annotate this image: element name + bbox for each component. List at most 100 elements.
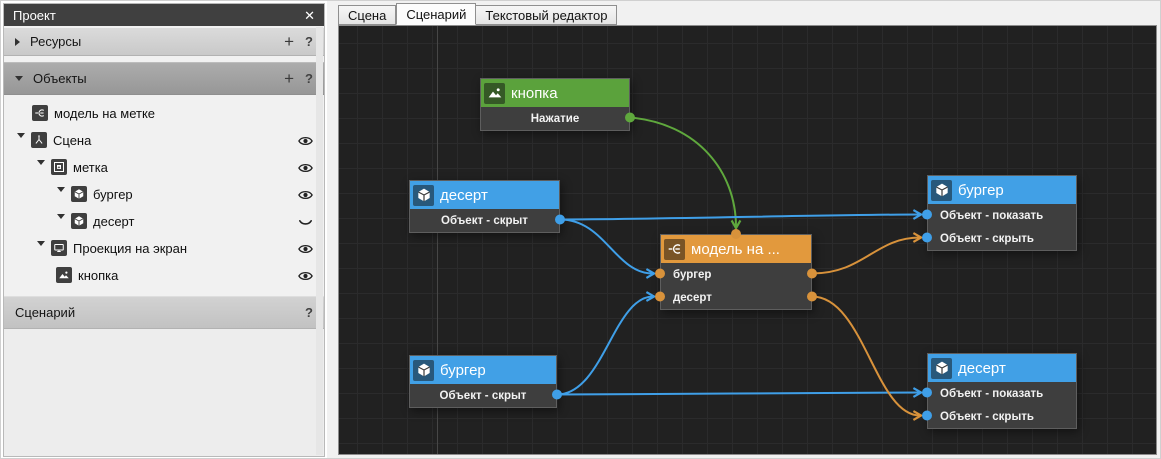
tree-item-label: бургер	[93, 187, 133, 202]
eye-icon[interactable]	[296, 267, 314, 284]
node-row[interactable]: Объект - скрыт	[410, 209, 559, 232]
node-title: десерт	[440, 186, 488, 204]
node-row-label: Объект - скрыть	[940, 410, 1034, 423]
expander-icon[interactable]	[37, 241, 45, 261]
expander-icon[interactable]	[57, 187, 65, 207]
tree-item[interactable]: десерт	[4, 208, 324, 235]
eye-closed-icon[interactable]	[296, 213, 314, 230]
tree-item[interactable]: модель на метке	[4, 100, 324, 127]
expander-icon[interactable]	[57, 214, 65, 234]
node-row-label: Объект - скрыт	[439, 389, 527, 402]
eye-icon[interactable]	[296, 186, 314, 203]
expander-icon[interactable]	[15, 76, 23, 81]
tree-item[interactable]: Сцена	[4, 127, 324, 154]
help-icon[interactable]: ?	[305, 71, 313, 86]
model-icon	[32, 105, 48, 121]
project-panel: Проект ✕ Ресурсы+?Объекты+? модель на ме…	[3, 3, 325, 457]
cube-icon	[71, 213, 87, 229]
node-row[interactable]: Объект - скрыть	[928, 227, 1076, 250]
node-title: кнопка	[511, 84, 558, 102]
cube-icon	[931, 179, 952, 201]
node-model[interactable]: модель на ... бургер десерт	[660, 234, 812, 310]
node-row[interactable]: Объект - показать	[928, 382, 1076, 405]
eye-icon[interactable]	[296, 240, 314, 257]
tree-item[interactable]: кнопка	[4, 262, 324, 289]
help-icon[interactable]: ?	[305, 305, 313, 320]
node-title: бургер	[440, 361, 486, 379]
scene-icon	[31, 132, 47, 148]
panel-scrollbar[interactable]	[316, 27, 323, 455]
graph-edge[interactable]	[811, 295, 920, 416]
section-label: Объекты	[33, 71, 87, 86]
node-row-label: бургер	[673, 268, 712, 281]
graph-edge[interactable]	[556, 297, 653, 396]
section-label: Ресурсы	[30, 34, 82, 49]
node-title: десерт	[958, 359, 1006, 377]
close-icon[interactable]: ✕	[304, 7, 315, 23]
tab-inactive[interactable]: Текстовый редактор	[476, 5, 618, 25]
section-objects[interactable]: Объекты +?	[4, 62, 324, 95]
tree-item[interactable]: бургер	[4, 181, 324, 208]
node-row[interactable]: Объект - показать	[928, 204, 1076, 227]
image-icon	[484, 82, 505, 104]
tree-item[interactable]: метка	[4, 154, 324, 181]
tree-item-label: десерт	[93, 214, 135, 229]
section-resources[interactable]: Ресурсы +?	[4, 28, 324, 56]
node-header[interactable]: бургер	[410, 356, 556, 384]
help-icon[interactable]: ?	[305, 34, 313, 49]
node-header[interactable]: кнопка	[481, 79, 629, 107]
tree-item[interactable]: Проекция на экран	[4, 235, 324, 262]
section-scenario[interactable]: Сценарий ?	[4, 296, 324, 329]
panel-empty-area	[4, 329, 324, 456]
node-row-label: десерт	[673, 291, 712, 304]
cube-icon	[413, 184, 434, 206]
node-row[interactable]: Объект - скрыть	[928, 405, 1076, 428]
graph-edge[interactable]	[559, 215, 920, 221]
graph-edge[interactable]	[559, 218, 653, 274]
expander-icon[interactable]	[17, 133, 25, 153]
panel-sections: Ресурсы +? Объекты +?	[4, 26, 324, 95]
node-header[interactable]: десерт	[928, 354, 1076, 382]
tree-item-label: модель на метке	[54, 106, 156, 121]
node-row[interactable]: десерт	[661, 286, 811, 309]
node-row[interactable]: Объект - скрыт	[410, 384, 556, 407]
node-row[interactable]: бургер	[661, 263, 811, 286]
node-row-label: Объект - скрыт	[441, 214, 528, 227]
graph-edge[interactable]	[556, 393, 920, 395]
tab-inactive[interactable]: Сцена	[338, 5, 397, 25]
node-row-label: Объект - скрыть	[940, 232, 1034, 245]
node-header[interactable]: модель на ...	[661, 235, 811, 263]
cube-icon	[931, 357, 952, 379]
node-row-label: Объект - показать	[940, 209, 1044, 222]
image-icon	[56, 267, 72, 283]
expander-icon[interactable]	[37, 160, 45, 180]
node-header[interactable]: десерт	[410, 181, 559, 209]
cube-icon	[71, 186, 87, 202]
eye-icon[interactable]	[296, 132, 314, 149]
cube-icon	[413, 359, 434, 381]
node-row-label: Нажатие	[530, 112, 580, 125]
tab-active[interactable]: Сценарий	[396, 3, 477, 25]
node-header[interactable]: бургер	[928, 176, 1076, 204]
add-icon[interactable]: +	[284, 69, 295, 88]
tree-item-label: кнопка	[78, 268, 119, 283]
section-label: Сценарий	[15, 305, 76, 320]
add-icon[interactable]: +	[284, 32, 295, 51]
model-icon	[664, 238, 685, 260]
tree-item-label: Сцена	[53, 133, 92, 148]
graph-edge[interactable]	[811, 238, 920, 275]
node-title: модель на ...	[691, 240, 780, 258]
graph-edge[interactable]	[629, 116, 736, 228]
eye-icon[interactable]	[296, 159, 314, 176]
tree-item-label: Проекция на экран	[73, 241, 188, 256]
expander-icon[interactable]	[15, 37, 20, 46]
node-row[interactable]: Нажатие	[481, 107, 629, 130]
